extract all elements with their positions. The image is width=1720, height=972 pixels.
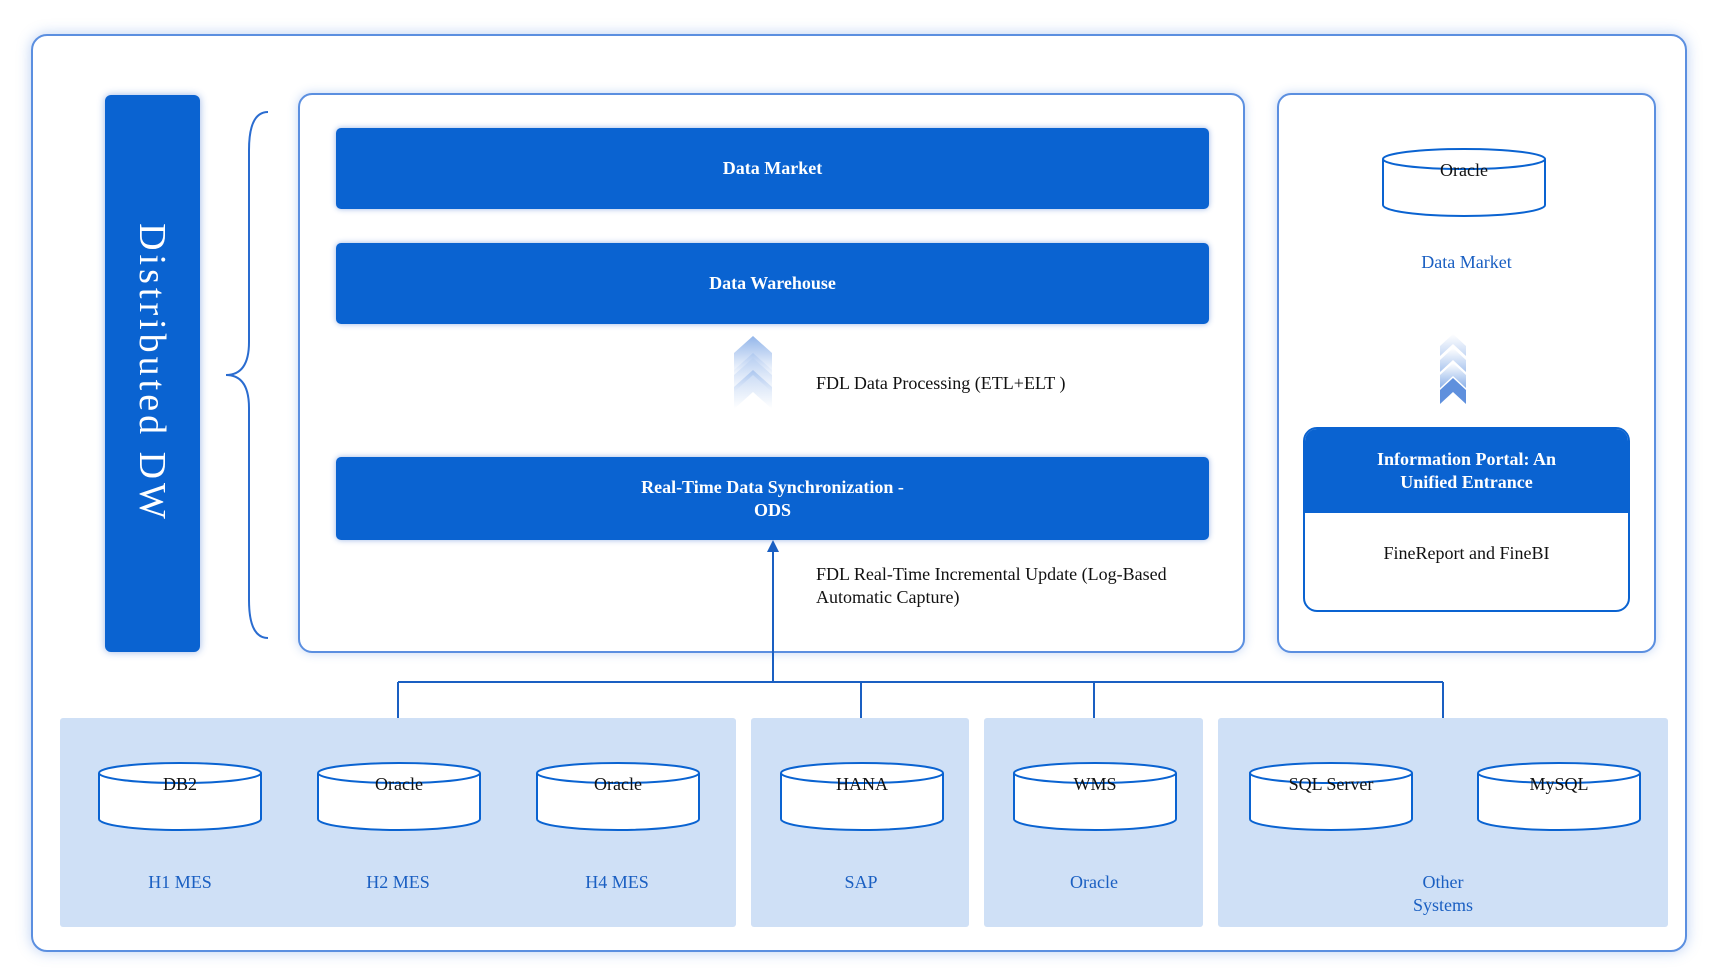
database-icon	[1477, 762, 1641, 831]
source-label-sap: SAP	[844, 872, 878, 892]
ods-label: Real-Time Data Synchronization - ODS	[641, 476, 904, 520]
database-label: SQL Server	[1288, 774, 1374, 794]
distributed-dw-label: Distributed DW	[131, 223, 173, 523]
source-label-oracle: Oracle	[1070, 872, 1118, 892]
database-icon	[536, 762, 700, 831]
fdl-processing-label: FDL Data Processing (ETL+ELT )	[816, 373, 1066, 393]
portal-title: Information Portal: An Unified Entrance	[1377, 449, 1556, 492]
data-warehouse-label: Data Warehouse	[709, 273, 836, 293]
database-label: DB2	[162, 774, 197, 794]
db-wms: WMS	[1012, 761, 1178, 833]
database-icon	[317, 762, 481, 831]
distributed-dw-bar	[105, 95, 200, 652]
database-icon	[1249, 762, 1413, 831]
database-label: Oracle	[375, 774, 423, 794]
fdl-realtime-label: FDL Real-Time Incremental Update (Log-Ba…	[816, 564, 1167, 607]
source-label-h1-mes: H1 MES	[148, 872, 212, 892]
database-icon	[1013, 762, 1177, 831]
db-db2: DB2	[97, 761, 263, 833]
portal-body: FineReport and FineBI	[1383, 543, 1550, 563]
db-hana: HANA	[779, 761, 945, 833]
database-label: MySQL	[1529, 774, 1589, 794]
database-icon	[780, 762, 944, 831]
source-label-h2-mes: H2 MES	[366, 872, 430, 892]
database-label: HANA	[836, 774, 888, 794]
right-oracle-db: Oracle	[1381, 147, 1547, 219]
ods-bar: Real-Time Data Synchronization - ODS	[336, 457, 1209, 540]
right-oracle-label: Oracle	[1440, 160, 1488, 180]
db-mysql: MySQL	[1476, 761, 1642, 833]
db-oracle-h4: Oracle	[535, 761, 701, 833]
source-label-h4-mes: H4 MES	[585, 872, 649, 892]
database-label: WMS	[1073, 774, 1117, 794]
right-data-market-label: Data Market	[1421, 252, 1512, 272]
source-label-other-systems: Other Systems	[1412, 872, 1473, 915]
db-oracle-h2: Oracle	[316, 761, 482, 833]
portal-header: Information Portal: An Unified Entrance	[1305, 429, 1628, 513]
database-label: Oracle	[594, 774, 642, 794]
data-warehouse-bar: Data Warehouse	[336, 243, 1209, 324]
information-portal: Information Portal: An Unified Entrance …	[1303, 427, 1630, 612]
data-market-bar: Data Market	[336, 128, 1209, 209]
db-sql-server: SQL Server	[1248, 761, 1414, 833]
data-market-label: Data Market	[722, 158, 823, 178]
database-icon	[1382, 148, 1546, 217]
database-icon	[98, 762, 262, 831]
